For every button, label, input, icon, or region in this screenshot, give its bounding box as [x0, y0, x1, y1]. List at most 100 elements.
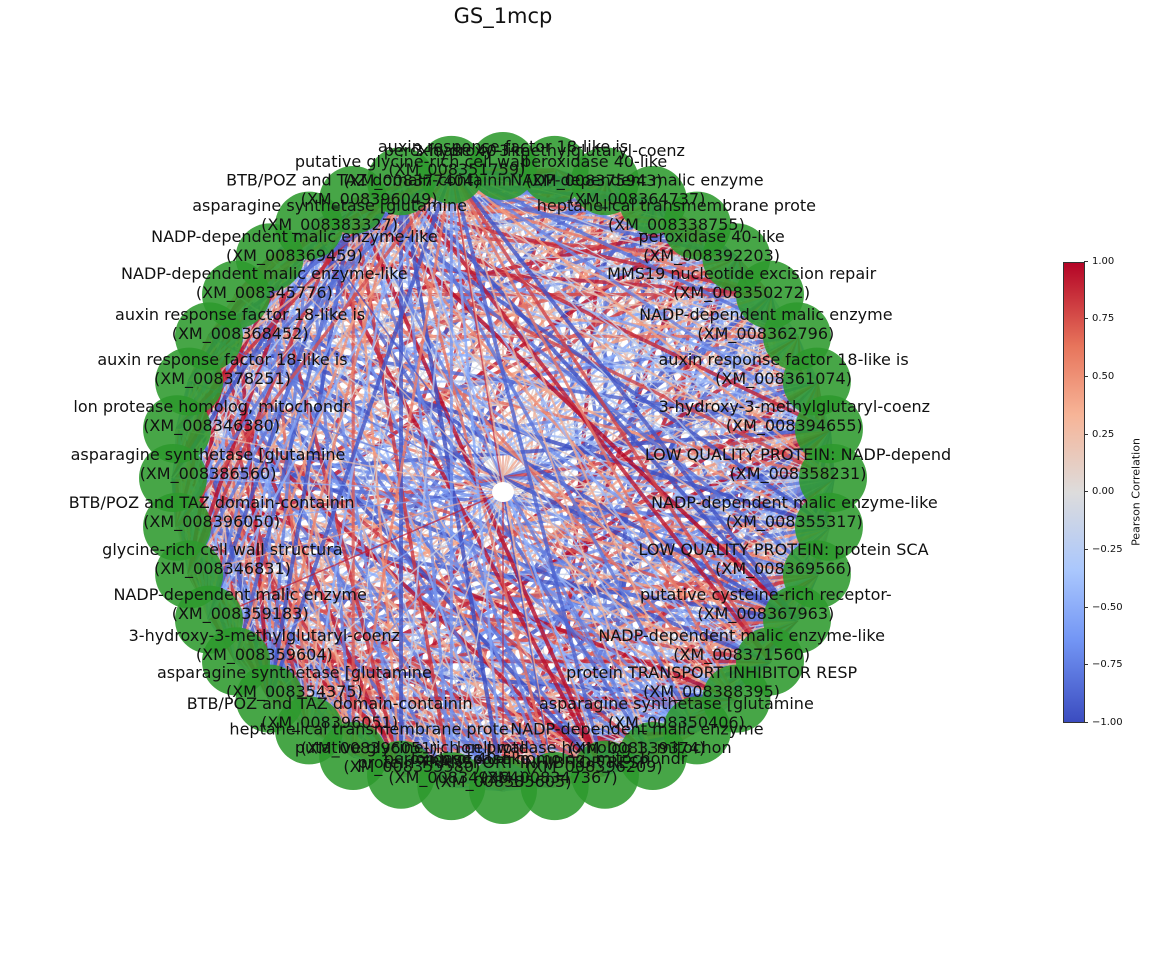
node-layer: [139, 132, 867, 824]
correlation-edge: [268, 180, 403, 699]
correlation-edge: [502, 491, 556, 787]
node-label-name: putative glycine-rich cell wall: [295, 738, 529, 757]
node-label-name: 3-hydroxy-3-methylglutaryl-coenz: [659, 397, 930, 416]
gene-node: [143, 492, 212, 561]
correlation-edge: [188, 169, 453, 576]
node-label-name: peroxidase 40-like: [384, 749, 530, 768]
correlation-edge: [188, 381, 355, 757]
node-label-name: 3-hydroxy-3-methylglutaryl-coenz: [413, 141, 684, 160]
correlation-edge: [450, 169, 738, 700]
colorbar-label: Pearson Correlation: [1129, 438, 1143, 546]
colorbar-tick: 0.25: [1083, 429, 1114, 441]
correlation-edge: [352, 491, 504, 757]
correlation-edge: [175, 180, 403, 528]
correlation-edge: [450, 168, 830, 431]
node-label-name: peroxidase 40-like: [384, 141, 530, 160]
correlation-edge: [268, 257, 355, 757]
node-label-id: (XM_008378251): [154, 369, 291, 389]
node-label-id: (XM_008385605): [435, 772, 572, 792]
node-label-id: (XM_008392203): [643, 246, 780, 266]
correlation-edge: [502, 491, 830, 528]
correlation-edge: [207, 169, 453, 621]
colorbar-tick: −0.75: [1084, 659, 1123, 671]
node-label-id: (XM_008369459): [226, 246, 363, 266]
node-label-name: NADP-dependent malic enzyme: [113, 585, 366, 604]
node-label-id: (XM_008369566): [715, 559, 852, 579]
correlation-edge: [267, 169, 454, 700]
node-label-id: (XM_008396050): [143, 512, 280, 532]
node-label-id: (XM_008362796): [697, 324, 834, 344]
node-label-name: MMS19 nucleotide excision repair: [607, 264, 876, 283]
correlation-edge: [502, 491, 654, 757]
node-label-name: glycine-rich cell wall structura: [102, 540, 343, 559]
correlation-edge: [172, 477, 654, 757]
node-label-name: LOW QUALITY PROTEIN: NADP-depend: [645, 445, 951, 464]
correlation-edge: [207, 335, 453, 787]
node-label-id: (XM_008383327): [261, 215, 398, 235]
correlation-edge: [234, 199, 355, 662]
correlation-edge: [400, 181, 504, 493]
colorbar-tick: −1.00: [1084, 717, 1123, 729]
correlation-edge: [188, 380, 504, 493]
node-label-name: auxin response factor 18-like is: [378, 137, 628, 156]
node-label-id: (XM_008338755): [608, 215, 745, 235]
gene-node: [469, 756, 537, 824]
node-label-name: NADP-dependent malic enzyme-like: [651, 493, 938, 512]
correlation-edge: [450, 169, 698, 731]
gene-node: [139, 444, 207, 512]
correlation-edge: [450, 168, 834, 479]
node-label-id: (XM_008368452): [172, 324, 309, 344]
correlation-edge: [307, 224, 557, 787]
correlation-edge: [208, 491, 504, 621]
node-label-id: (XM_008347367): [481, 768, 618, 788]
node-label-id: (XM_008377404): [343, 171, 480, 191]
correlation-edge: [207, 199, 355, 621]
node-label-id: (XM_008375943): [526, 171, 663, 191]
correlation-edge: [400, 491, 504, 775]
node-label-id: (XM_008396051): [301, 738, 438, 758]
gene-node: [520, 752, 589, 821]
correlation-edge: [207, 335, 505, 791]
correlation-edge: [450, 169, 830, 528]
correlation-edge: [502, 491, 606, 775]
correlation-edge: [449, 168, 772, 663]
node-label-name: asparagine synthetase [glutamine: [192, 196, 467, 215]
correlation-edge: [449, 168, 799, 621]
node-label-name: protein TRANSPORT INHIBITOR RESP: [566, 663, 857, 682]
correlation-edge: [235, 293, 798, 338]
correlation-edge: [450, 169, 505, 791]
node-label-name: lon protease homolog 1, mitochon: [457, 738, 732, 757]
correlation-edge: [308, 225, 504, 493]
center-node: [492, 482, 514, 502]
node-label-id: (XM_008364737): [568, 190, 705, 210]
correlation-edge: [308, 491, 504, 731]
correlation-edge: [450, 169, 504, 493]
node-label-name: auxin response factor 18-like is: [97, 350, 347, 369]
correlation-edge: [268, 225, 311, 699]
node-label-name: auxin response factor 18-like is: [658, 350, 908, 369]
node-label-name: putative cysteine-rich receptor-: [640, 585, 892, 604]
node-label-name: BTB/POZ and TAZ domain-containin: [226, 171, 512, 190]
correlation-edge: [207, 335, 311, 731]
correlation-edge: [235, 491, 504, 663]
colorbar-tick: −0.25: [1084, 544, 1123, 556]
correlation-edge: [235, 169, 452, 662]
gene-node: [417, 135, 486, 204]
correlation-edge: [400, 169, 453, 775]
node-label-id: (XM_008345776): [196, 283, 333, 303]
correlation-edge: [187, 180, 403, 576]
gene-node: [469, 132, 537, 200]
correlation-edge: [352, 199, 834, 479]
correlation-edge: [352, 199, 504, 493]
node-label-name: NADP-dependent malic enzyme-like: [598, 626, 885, 645]
colorbar-tick: 0.75: [1083, 313, 1114, 325]
node-label-id: (XM_008358231): [730, 464, 867, 484]
node-label-id: (XM_008396049): [301, 190, 438, 210]
correlation-edge: [172, 477, 504, 493]
correlation-edge: [176, 428, 504, 493]
correlation-edge: [308, 224, 830, 431]
correlation-edge: [269, 491, 504, 700]
node-label-id: (XM_008371560): [673, 645, 810, 665]
node-label-id: (XM_008346380): [143, 416, 280, 436]
node-label-name: peroxidase 40-like: [638, 227, 784, 246]
